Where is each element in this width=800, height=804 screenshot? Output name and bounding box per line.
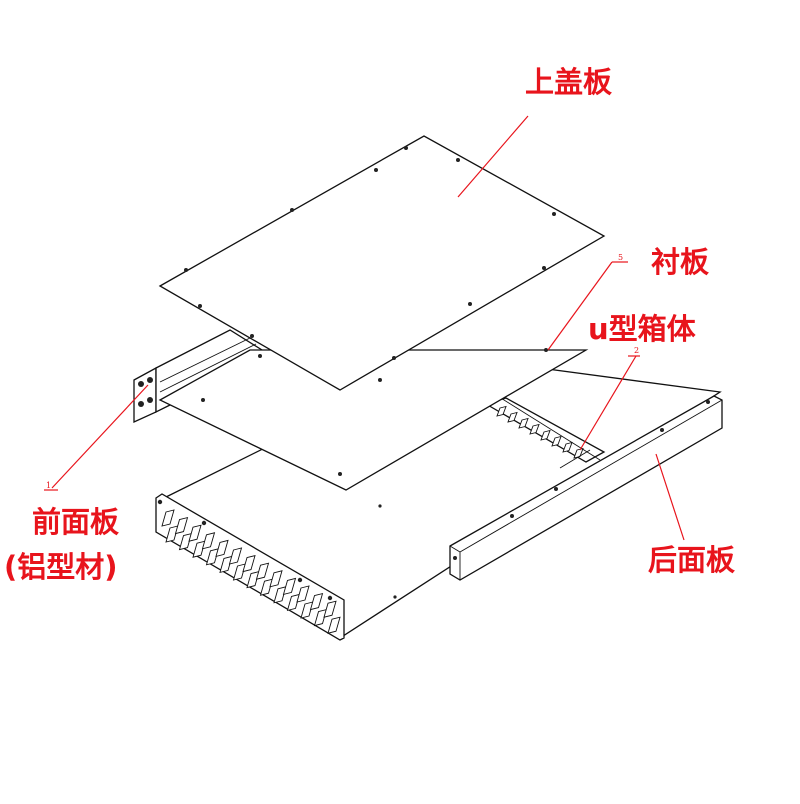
screw-hole: [456, 158, 460, 162]
screw-hole: [290, 208, 294, 212]
vent-slot: [178, 532, 193, 551]
vent-slot: [165, 525, 179, 543]
vent-slot: [192, 540, 206, 558]
label-front-panel: 前面板: [32, 505, 120, 539]
vent-slot: [507, 411, 518, 423]
vent-slot: [282, 577, 297, 596]
vent-slot: [255, 562, 270, 580]
vent-slot: [201, 532, 216, 550]
u-box-front-wall: [155, 474, 397, 641]
label-liner: 衬板: [651, 245, 710, 279]
vent-slot: [529, 423, 540, 435]
leader-rear-panel: [655, 453, 685, 541]
part-number-liner: 5: [618, 253, 624, 262]
screw-hole: [468, 302, 472, 306]
vent-slot: [269, 570, 283, 588]
vent-slot: [296, 585, 310, 603]
screw-hole: [250, 334, 254, 338]
part-number-front-panel: 1: [46, 481, 52, 490]
part-number-u-box: 2: [634, 346, 640, 355]
screw-hole: [378, 378, 382, 382]
vent-slot: [273, 586, 287, 604]
vent-slot: [323, 600, 337, 618]
vent-slot: [219, 555, 233, 574]
vent-slot: [286, 593, 301, 612]
screw-hole: [542, 266, 546, 270]
vent-slot: [242, 554, 256, 573]
vent-slot: [174, 516, 189, 535]
leader-top-cover: [457, 115, 529, 198]
vent-slot: [518, 417, 529, 429]
vent-slot: [215, 539, 229, 558]
vent-slot: [228, 547, 243, 565]
label-u-box: u型箱体: [588, 312, 696, 346]
vent-slot: [551, 435, 562, 447]
vent-slot: [327, 616, 341, 634]
top-cover-plate: [158, 135, 606, 391]
screw-hole: [392, 356, 396, 360]
vent-slot: [309, 592, 324, 611]
leader-u-box: [579, 355, 637, 451]
vent-slot: [540, 429, 551, 441]
liner-plate: [158, 348, 589, 491]
screw-hole: [374, 168, 378, 172]
vent-slot: [161, 509, 175, 527]
vent-slot: [232, 563, 247, 581]
leader-lines: [44, 115, 685, 541]
vent-slot: [188, 524, 202, 542]
vent-slot: [300, 601, 314, 619]
vent-slot: [496, 405, 507, 417]
screw-hole: [198, 304, 202, 308]
vent-slot: [246, 570, 260, 589]
vent-slot: [205, 548, 220, 566]
leader-liner: [547, 261, 613, 351]
rear-panel: [449, 395, 723, 581]
vent-slot: [562, 441, 573, 453]
screw-hole: [552, 212, 556, 216]
label-rear-panel: 后面板: [648, 543, 736, 577]
screw-hole: [184, 268, 188, 272]
screw-hole: [404, 146, 408, 150]
label-top-cover: 上盖板: [525, 65, 613, 99]
vent-slot: [313, 608, 328, 627]
label-front-panel-note: (铝型材): [4, 550, 118, 584]
vent-slot: [259, 578, 274, 596]
leader-front-panel: [51, 384, 149, 489]
